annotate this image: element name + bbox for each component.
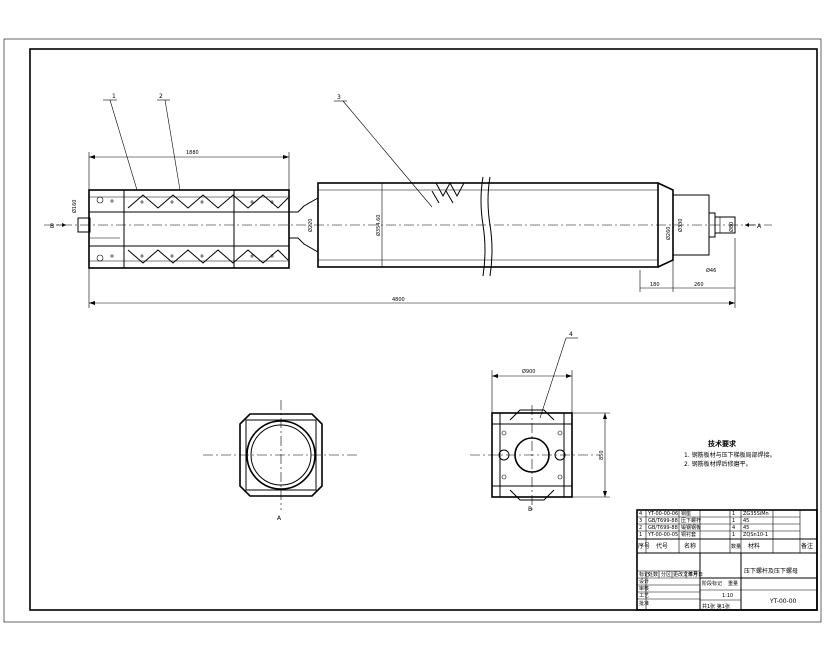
sheet-info: 共1张 第1张 xyxy=(702,603,730,610)
end-view-a: A xyxy=(203,400,358,522)
dim-upper-length: 1880 xyxy=(186,150,199,156)
dim-pin: Ø80 xyxy=(728,222,735,232)
end-view-a-outline xyxy=(239,413,323,497)
dim-end2: Ø260 xyxy=(665,227,672,240)
dim-end3: Ø46 xyxy=(706,267,716,274)
nut-housing-outline xyxy=(88,189,290,269)
dimension-total: 4800 xyxy=(88,238,736,308)
sign-row-design: 设计 xyxy=(639,578,649,585)
sign-row-review: 审核 xyxy=(639,585,649,592)
caption-view-b: B xyxy=(528,506,532,513)
notes-line-2: 2. 钢筋板材焊后修磨平。 xyxy=(684,460,752,468)
part-row2-no: 3 xyxy=(639,518,642,524)
notes-line-1: 1. 钢筋板材与压下梯板局部焊接。 xyxy=(684,451,776,459)
sign-row-approve: 批准 xyxy=(639,600,649,607)
dim-bore-left: Ø160 xyxy=(71,200,78,213)
sheet-outer-border xyxy=(3,38,822,623)
break-line-right xyxy=(487,176,493,277)
dim-total-length: 4800 xyxy=(392,297,405,303)
part-row2-name: 压下螺杆 xyxy=(681,517,701,524)
part-label-1: 1 xyxy=(112,93,116,100)
part-row2-mat: 45 xyxy=(743,518,749,524)
part-row1-name: 铜座 xyxy=(681,510,691,517)
sign-col-file: 更改文件号 xyxy=(673,571,698,578)
break-line-left xyxy=(480,176,486,277)
sign-row-process: 工艺 xyxy=(639,593,649,599)
caption-view-a: A xyxy=(277,515,282,522)
notes-heading: 技术要求 xyxy=(708,439,737,448)
sign-col-zone: 分区 xyxy=(661,571,671,578)
part-label-2: 2 xyxy=(159,93,163,100)
dim-shaft: Ø220 xyxy=(307,219,314,232)
dim-tube: Ø354.60 xyxy=(375,215,382,236)
part-row1-no: 4 xyxy=(639,511,642,517)
technical-notes: 技术要求 1. 钢筋板材与压下梯板局部焊接。 2. 钢筋板材焊后修磨平。 xyxy=(684,439,776,468)
end-view-b: Ø900 850 4 B xyxy=(470,331,610,513)
view-marker-a-right: A xyxy=(757,223,762,230)
stage-label: 阶段标记 xyxy=(702,580,722,587)
hdr-name: 名称 xyxy=(684,542,696,550)
part-label-4: 4 xyxy=(569,331,573,338)
title-block: 4 YT-00-00-06 铜座 1 ZG35SiMn 3 GB/T699-88… xyxy=(636,509,818,611)
dim-end-len2: 260 xyxy=(694,282,704,288)
weld-zigzag-top xyxy=(127,194,289,209)
hdr-remarks: 备注 xyxy=(801,542,813,550)
sign-col-count: 处数 xyxy=(648,571,658,578)
dim-end-len1: 180 xyxy=(650,282,660,288)
weld-zigzag-bottom xyxy=(127,249,289,264)
hdr-no: 序号 xyxy=(638,542,650,550)
part-row1-mat: ZG35SiMn xyxy=(743,511,769,517)
part-row2-qty: 1 xyxy=(732,518,735,524)
part-row3-qty: 4 xyxy=(732,525,735,531)
drawing-name: 压下螺杆及压下螺母 xyxy=(744,567,798,575)
part-row4-code: YT-00-00-05 xyxy=(647,532,678,538)
main-elevation-view: 1880 4800 180 260 Ø160 Ø220 Ø354.60 Ø330… xyxy=(44,93,772,308)
part-row3-no: 2 xyxy=(639,525,642,531)
dimension-end: 180 260 xyxy=(639,260,735,292)
hdr-code: 代号 xyxy=(656,542,668,550)
end-pin xyxy=(714,216,736,234)
mass-label: 重量 xyxy=(728,580,738,587)
part-row3-name: 锻钢钢板 xyxy=(681,524,701,531)
hdr-material: 材料 xyxy=(748,542,760,550)
part-row4-no: 1 xyxy=(639,532,642,538)
dim-end1: Ø330 xyxy=(677,219,684,232)
sign-col-date: 年月日 xyxy=(688,571,703,578)
nut-lower-band xyxy=(88,245,290,269)
part-row1-code: YT-00-00-06 xyxy=(647,511,678,517)
hdr-qty: 数量 xyxy=(731,543,741,550)
end-view-a-tube xyxy=(246,420,316,490)
dim-block-height: 850 xyxy=(599,450,605,460)
weld-markers xyxy=(110,199,274,258)
dim-block-width: Ø900 xyxy=(522,368,535,375)
screw-body xyxy=(317,182,659,268)
part-row2-code: GB/T699-88 xyxy=(648,518,678,524)
dimension-upper: 1880 xyxy=(88,150,290,190)
end-view-b-bore xyxy=(514,437,550,473)
thread-detail xyxy=(431,181,465,204)
part-row3-mat: 45 xyxy=(743,525,749,531)
end-view-b-outline xyxy=(491,412,573,498)
drawing-number: YT-00-00 xyxy=(769,598,797,605)
sheet-inner-border xyxy=(29,48,818,611)
tail-shaft xyxy=(77,217,91,233)
part-label-3: 3 xyxy=(337,94,341,101)
part-row1-qty: 1 xyxy=(732,511,735,517)
part-row4-name: 铜衬套 xyxy=(681,531,696,538)
part-row3-code: GB/T699-88 xyxy=(648,525,678,531)
view-marker-a-left: B xyxy=(50,223,54,230)
part-row4-mat: ZQSn10-1 xyxy=(743,532,768,538)
sign-col-mark: 标记 xyxy=(639,571,649,578)
nut-upper-band xyxy=(88,189,290,213)
scale-value: 1:10 xyxy=(722,593,733,599)
part-row4-qty: 1 xyxy=(732,532,735,538)
